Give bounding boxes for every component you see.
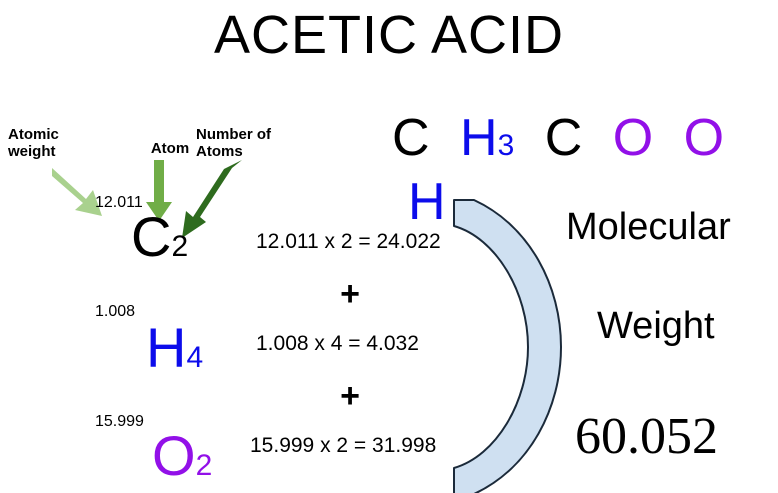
- formula-symbol: H: [460, 109, 498, 167]
- element-symbol-oxygen: O2: [152, 428, 212, 484]
- result-label-line-1: Molecular: [566, 206, 731, 248]
- formula-symbol: C: [544, 109, 583, 167]
- callout-label-atomic-weight: Atomic weight: [8, 126, 59, 160]
- element-symbol: O: [152, 424, 196, 487]
- formula-part-3: O: [613, 109, 668, 167]
- formula-symbol: O: [612, 109, 654, 167]
- arrow-atom-icon: [146, 160, 172, 221]
- formula-part-5: H: [408, 173, 446, 231]
- plus-operator: +: [340, 377, 360, 415]
- element-symbol: H: [146, 316, 187, 379]
- callout-label-atom: Atom: [150, 140, 190, 157]
- formula-part-0: C: [392, 109, 444, 167]
- formula-symbol: O: [683, 109, 725, 167]
- atomic-weight-carbon: 12.011: [95, 194, 143, 211]
- plus-operator: +: [340, 275, 360, 313]
- page-title: ACETIC ACID: [213, 5, 565, 65]
- molecular-weight-value: 60.052: [575, 408, 718, 465]
- calculation-line-carbon: 12.011 x 2 = 24.022: [256, 230, 441, 253]
- callout-label-number-of-atoms: Number of Atoms: [196, 126, 271, 160]
- calculation-line-oxygen: 15.999 x 2 = 31.998: [250, 434, 437, 457]
- element-count: 4: [186, 341, 204, 374]
- element-symbol: C: [131, 205, 172, 268]
- element-symbol-carbon: C2: [131, 209, 188, 265]
- formula-part-2: C: [545, 109, 597, 167]
- calculation-line-hydrogen: 1.008 x 4 = 4.032: [256, 332, 419, 355]
- chemical-formula: C H3 C O O H: [392, 110, 778, 238]
- formula-symbol: C: [392, 109, 430, 167]
- atomic-weight-hydrogen: 1.008: [95, 303, 136, 320]
- element-count: 2: [195, 449, 213, 482]
- atomic-weight-oxygen: 15.999: [95, 413, 144, 430]
- element-symbol-hydrogen: H4: [146, 320, 203, 376]
- formula-part-4: O: [684, 109, 724, 167]
- result-label-line-2: Weight: [597, 305, 715, 347]
- formula-symbol: H: [408, 173, 446, 231]
- brace-crescent-shape: [453, 199, 562, 493]
- arrow-number-of-atoms-icon: [182, 160, 242, 238]
- formula-part-1: H3: [460, 109, 529, 167]
- arrow-atomic-weight-icon: [52, 168, 102, 216]
- formula-subscript: 3: [497, 129, 515, 162]
- element-count: 2: [171, 230, 189, 263]
